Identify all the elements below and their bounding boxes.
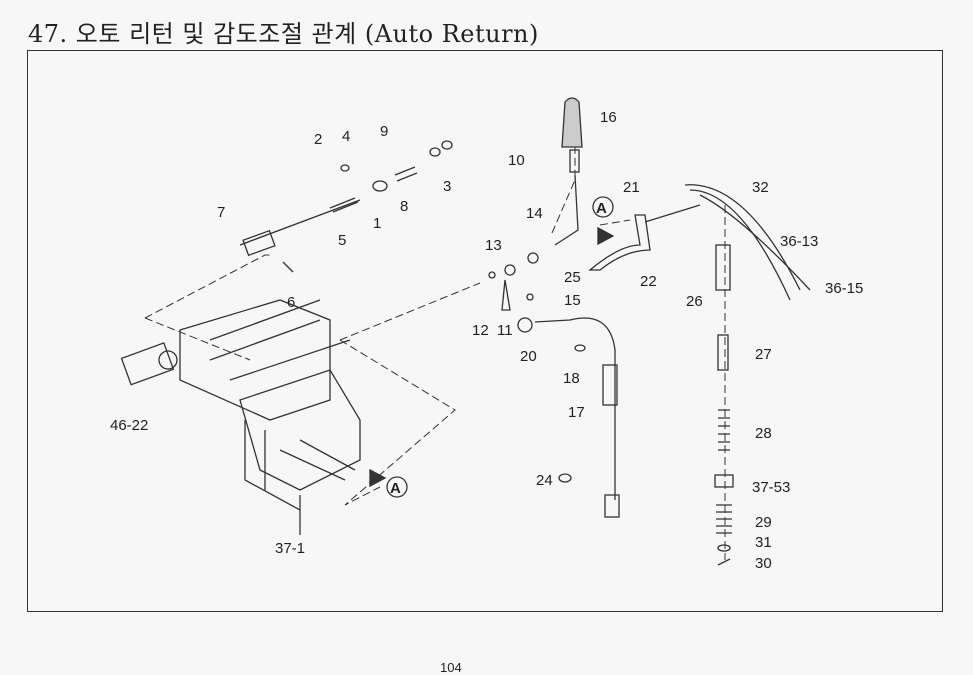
part-label: 24 (536, 472, 553, 489)
part-label: 18 (563, 370, 580, 387)
knob-lever (488, 97, 651, 518)
part-label: 22 (640, 273, 657, 290)
part-label: 6 (287, 294, 295, 311)
part-label: 37-53 (752, 479, 790, 496)
part-label: 16 (600, 109, 617, 126)
part-label: 25 (564, 269, 581, 286)
part-label: 32 (752, 179, 769, 196)
view-marker-label-bottom: A (390, 480, 401, 497)
part-label: 17 (568, 404, 585, 421)
part-label: 26 (686, 293, 703, 310)
part-label: 14 (526, 205, 543, 222)
part-label: 5 (338, 232, 346, 249)
part-label: 27 (755, 346, 772, 363)
part-label: 1 (373, 215, 381, 232)
part-label: 3 (443, 178, 451, 195)
cable-assembly (644, 184, 811, 566)
part-label: 30 (755, 555, 772, 572)
part-label: 12 (472, 322, 489, 339)
part-label: 31 (755, 534, 772, 551)
part-label: 46-22 (110, 417, 148, 434)
rod-assembly (239, 140, 453, 273)
part-label: 20 (520, 348, 537, 365)
part-label: 29 (755, 514, 772, 531)
part-label: 4 (342, 128, 350, 145)
part-label: 21 (623, 179, 640, 196)
part-label: 37-1 (275, 540, 305, 557)
part-label: 2 (314, 131, 322, 148)
part-label: 7 (217, 204, 225, 221)
part-label: 28 (755, 425, 772, 442)
part-label: 11 (497, 322, 513, 339)
part-label: 9 (380, 123, 388, 140)
guide-lines (144, 140, 726, 560)
part-label: 13 (485, 237, 502, 254)
part-label: 10 (508, 152, 525, 169)
view-marker-a: A A (386, 196, 614, 498)
diagram-frame (27, 50, 943, 612)
part-label: 8 (400, 198, 408, 215)
page-title: 47. 오토 리턴 및 감도조절 관계 (Auto Return) (28, 20, 539, 48)
part-label: 15 (564, 292, 581, 309)
part-label: 36-13 (780, 233, 818, 250)
part-label: 36-15 (825, 280, 863, 297)
view-marker-label-top: A (596, 200, 607, 217)
page-number: 104 (440, 660, 462, 675)
base-mechanism (120, 299, 387, 535)
